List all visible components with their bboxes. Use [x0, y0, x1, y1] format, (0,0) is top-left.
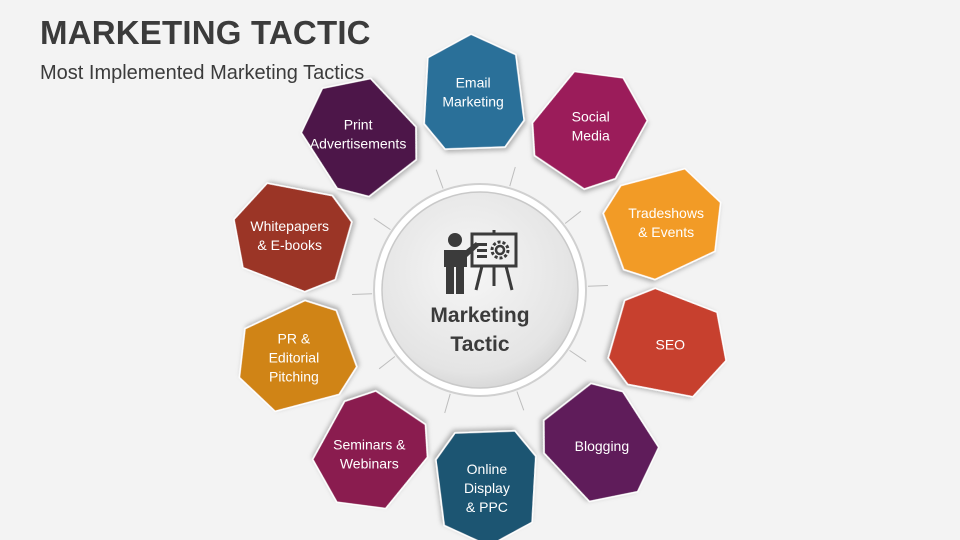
tactic-petal-shape [435, 430, 537, 540]
page-title: MARKETING TACTIC [40, 14, 371, 51]
tactic-label: Webinars [340, 456, 399, 472]
tactic-petal: SEO [607, 287, 727, 398]
connector-line [435, 169, 444, 189]
tactic-label: & Events [638, 224, 694, 240]
tactic-label: Seminars & [333, 437, 406, 453]
tactic-label: Tradeshows [628, 205, 704, 221]
tactic-label: & E-books [257, 237, 322, 253]
tactic-petal-shape [238, 299, 358, 413]
tactic-label: PR & [278, 331, 311, 347]
tactic-petal-shape [233, 182, 353, 293]
tactic-petal: Tradeshows & Events [602, 167, 722, 281]
connector-lines [352, 166, 608, 414]
tactic-label: Marketing [442, 94, 503, 110]
tactic-petal: Whitepapers & E-books [233, 182, 353, 293]
connector-line [564, 210, 582, 224]
tactic-label: Advertisements [310, 136, 406, 152]
tactic-petal-shape [602, 167, 722, 281]
presenter-board-gear-icon [444, 230, 518, 294]
connector-line [373, 218, 391, 231]
center-label-line-2: Tactic [450, 333, 509, 356]
tactic-petal: Blogging [543, 382, 660, 503]
connector-line [587, 285, 608, 287]
tactic-label: Media [572, 127, 610, 143]
connector-line [516, 391, 525, 411]
tactic-label: Email [456, 75, 491, 91]
tactic-petal-shape [543, 382, 660, 503]
tactic-label: SEO [656, 337, 686, 353]
tactic-label: Print [344, 117, 373, 133]
tactic-label: Online [467, 461, 508, 477]
tactic-label: Editorial [269, 350, 320, 366]
tactic-petal-shape [311, 390, 429, 510]
connector-line [378, 356, 396, 370]
tactic-label: Blogging [575, 438, 630, 454]
center-label-line-1: Marketing [430, 304, 529, 327]
tactic-petal-shape [300, 77, 417, 198]
tactic-petal-shape [607, 287, 727, 398]
tactic-petal-shape [423, 33, 525, 150]
tactic-label: Whitepapers [250, 218, 329, 234]
connector-line [569, 349, 587, 362]
tactic-label: & PPC [466, 499, 508, 515]
tactic-label: Pitching [269, 369, 319, 385]
tactic-petal-shape [531, 70, 649, 190]
connector-line [444, 393, 451, 414]
connector-line [352, 293, 373, 295]
center-hub: Marketing Tactic [373, 183, 587, 397]
center-hub-disc [381, 191, 579, 389]
tactic-petal: Seminars & Webinars [311, 390, 429, 510]
tactic-label: Social [572, 108, 610, 124]
tactic-label: Display [464, 480, 510, 496]
connector-line [509, 166, 516, 187]
page-subtitle: Most Implemented Marketing Tactics [40, 62, 365, 84]
